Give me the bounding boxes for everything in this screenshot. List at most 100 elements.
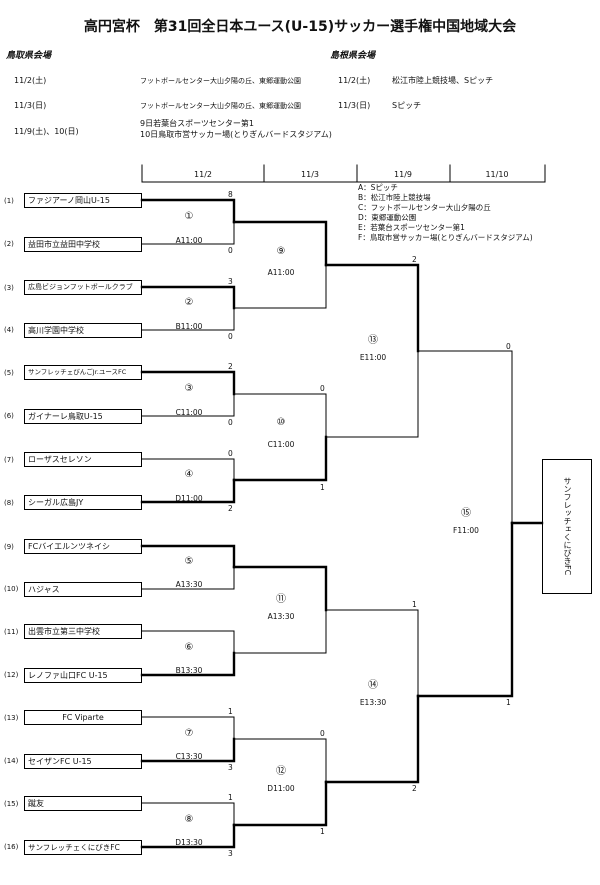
match-info: C11:00: [267, 440, 295, 449]
team-number: (1): [4, 197, 14, 205]
shimane-date-1: 11/2(土): [338, 76, 371, 85]
team-number: (8): [4, 499, 14, 507]
match-info: D11:00: [267, 784, 295, 793]
day-label-3: 11/9: [394, 170, 412, 179]
team-number: (5): [4, 369, 14, 377]
team-box-13: FC Viparte: [24, 710, 142, 725]
match-number: ④: [184, 469, 194, 480]
score: 1: [412, 600, 417, 609]
tottori-date-1: 11/2(土): [14, 76, 47, 85]
team-box-6: ガイナーレ鳥取U-15: [24, 409, 142, 424]
score: 0: [228, 418, 233, 427]
team-number: (11): [4, 628, 19, 636]
team-box-4: 高川学園中学校: [24, 323, 142, 338]
score: 0: [228, 246, 233, 255]
score: 2: [412, 255, 417, 264]
team-box-8: シーガル広島JY: [24, 495, 142, 510]
day-label-2: 11/3: [301, 170, 319, 179]
match-info: E13:30: [359, 698, 387, 707]
shimane-place-1: 松江市陸上競技場、Sピッチ: [392, 76, 494, 85]
team-box-12: レノファ山口FC U-15: [24, 668, 142, 683]
shimane-date-2: 11/3(日): [338, 101, 371, 110]
match-number: ⑮: [461, 508, 471, 519]
team-number: (16): [4, 843, 19, 851]
match-number: ②: [184, 297, 194, 308]
team-box-1: ファジアーノ岡山U-15: [24, 193, 142, 208]
match-number: ⑤: [184, 556, 194, 567]
tottori-place-3a: 9日若葉台スポーツセンター第1: [140, 119, 255, 128]
tottori-date-3: 11/9(土)、10(日): [14, 127, 79, 136]
score: 8: [228, 190, 233, 199]
team-number: (7): [4, 456, 14, 464]
team-number: (6): [4, 412, 14, 420]
team-number: (9): [4, 543, 14, 551]
match-number: ⑭: [368, 680, 378, 691]
team-box-16: サンフレッチェくにびきFC: [24, 840, 142, 855]
match-info: A11:00: [175, 236, 203, 245]
score: 0: [320, 729, 325, 738]
legend-item-c: C：フットボールセンター大山夕陽の丘: [358, 203, 491, 212]
match-info: A13:30: [175, 580, 203, 589]
match-info: B13:30: [175, 666, 203, 675]
score: 1: [228, 707, 233, 716]
match-number: ①: [184, 211, 194, 222]
score: 3: [228, 277, 233, 286]
match-info: D13:30: [175, 838, 203, 847]
score: 2: [228, 362, 233, 371]
score: 2: [412, 784, 417, 793]
score: 1: [320, 827, 325, 836]
match-number: ⑦: [184, 728, 194, 739]
score: 3: [228, 849, 233, 858]
team-number: (3): [4, 284, 14, 292]
score: 0: [320, 384, 325, 393]
tottori-place-2: フットボールセンター大山夕陽の丘、東郷運動公園: [140, 102, 301, 110]
match-info: E11:00: [359, 353, 387, 362]
match-info: A11:00: [267, 268, 295, 277]
legend-item-a: A：Sピッチ: [358, 183, 398, 192]
team-number: (10): [4, 585, 19, 593]
tottori-place-1: フットボールセンター大山夕陽の丘、東郷運動公園: [140, 77, 301, 85]
team-number: (15): [4, 800, 19, 808]
shimane-venue-header: 島根県会場: [330, 51, 376, 61]
match-number: ⑩: [276, 417, 286, 428]
score: 1: [228, 793, 233, 802]
legend-item-f: F：鳥取市営サッカー場(とりぎんバードスタジアム): [358, 233, 533, 242]
score: 1: [506, 698, 511, 707]
match-info: C11:00: [175, 408, 203, 417]
day-label-1: 11/2: [194, 170, 212, 179]
match-number: ③: [184, 383, 194, 394]
tottori-place-3b: 10日鳥取市営サッカー場(とりぎんバードスタジアム): [140, 130, 332, 139]
team-box-14: セイザンFC U-15: [24, 754, 142, 769]
team-box-2: 益田市立益田中学校: [24, 237, 142, 252]
match-number: ⑧: [184, 814, 194, 825]
match-number: ⑨: [276, 246, 286, 257]
score: 2: [228, 504, 233, 513]
tottori-venue-header: 鳥取県会場: [6, 51, 52, 61]
day-label-4: 11/10: [485, 170, 509, 179]
legend-item-d: D：東郷運動公園: [358, 213, 417, 222]
score: 3: [228, 763, 233, 772]
legend-item-e: E：若葉台スポーツセンター第1: [358, 223, 465, 232]
team-number: (12): [4, 671, 19, 679]
shimane-place-2: Sピッチ: [392, 101, 422, 110]
match-info: C13:30: [175, 752, 203, 761]
team-number: (2): [4, 240, 14, 248]
page-title: 高円宮杯 第31回全日本ユース(U-15)サッカー選手権中国地域大会: [83, 19, 517, 35]
score: 0: [228, 332, 233, 341]
team-box-15: 蹴友: [24, 796, 142, 811]
match-info: D11:00: [175, 494, 203, 503]
score: 0: [228, 449, 233, 458]
champion-box: サンフレッチェくにびきFC: [542, 459, 592, 594]
match-info: B11:00: [175, 322, 203, 331]
match-info: A13:30: [267, 612, 295, 621]
match-number: ⑥: [184, 642, 194, 653]
team-box-3: 広島ビジョンフットボールクラブ: [24, 280, 142, 295]
match-number: ⑪: [276, 594, 286, 605]
team-box-11: 出雲市立第三中学校: [24, 624, 142, 639]
venue-legend: A：Sピッチ B：松江市陸上競技場 C：フットボールセンター大山夕陽の丘 D：東…: [358, 183, 533, 243]
team-box-5: サンフレッチェびんごJr.ユースFC: [24, 365, 142, 380]
team-number: (4): [4, 326, 14, 334]
match-number: ⑬: [368, 335, 378, 346]
score: 0: [506, 342, 511, 351]
